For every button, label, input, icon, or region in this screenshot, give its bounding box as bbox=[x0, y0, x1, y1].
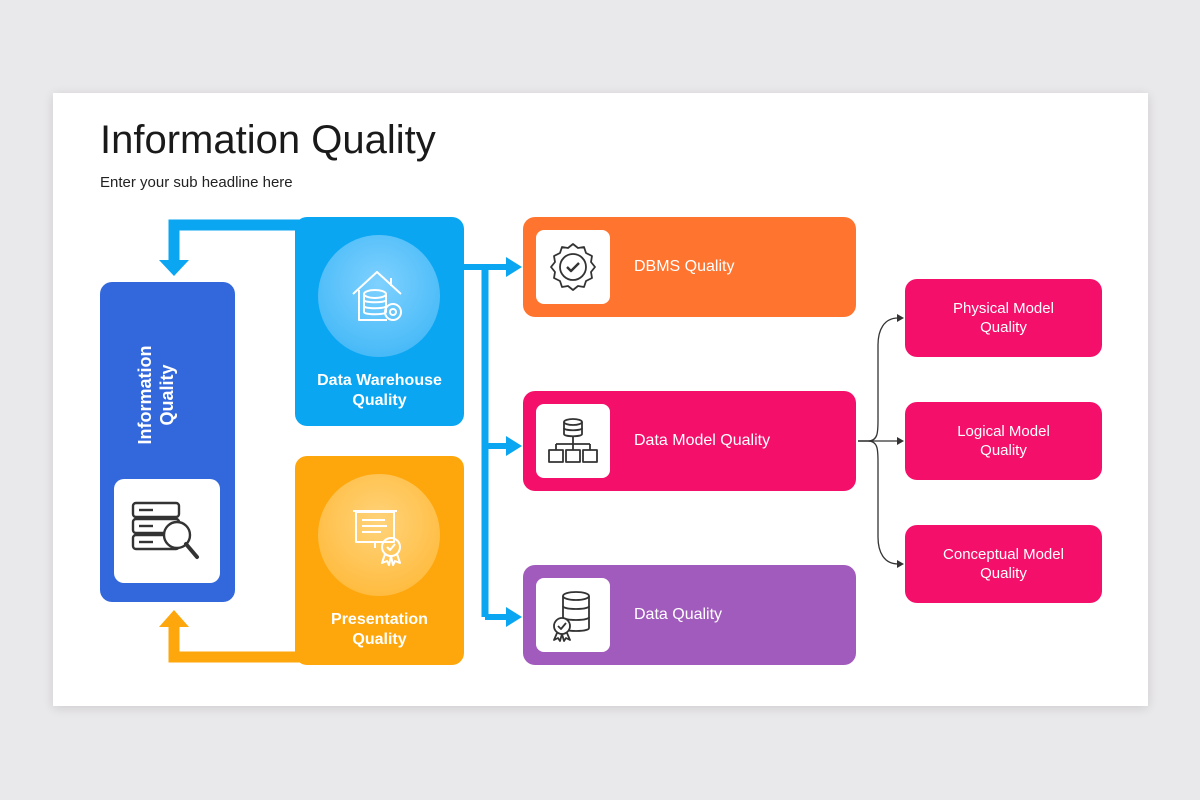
arrowhead-logical bbox=[897, 437, 904, 445]
data-quality-card: Data Quality bbox=[523, 565, 856, 665]
page-title: Information Quality bbox=[100, 118, 436, 162]
arrowhead-dw-to-iq bbox=[159, 260, 189, 276]
hierarchy-database-icon bbox=[548, 418, 598, 463]
dbms-icon-tile bbox=[536, 230, 610, 304]
badge-check-icon bbox=[550, 243, 596, 291]
logical-model-quality-card: Logical Model Quality bbox=[905, 402, 1102, 480]
database-certified-icon bbox=[553, 591, 590, 642]
data-quality-label: Data Quality bbox=[634, 606, 723, 623]
warehouse-database-icon bbox=[352, 271, 402, 321]
information-quality-card: Information Quality bbox=[100, 282, 235, 602]
arrowhead-data-quality bbox=[506, 607, 522, 627]
dbms-quality-label: DBMS Quality bbox=[634, 258, 735, 275]
branch-to-conceptual bbox=[858, 440, 899, 565]
arrowhead-data-model bbox=[506, 436, 522, 456]
data-quality-icon-tile bbox=[536, 578, 610, 652]
information-quality-label: Information Quality bbox=[135, 345, 177, 445]
branch-to-physical bbox=[858, 317, 899, 442]
information-quality-icon-tile bbox=[114, 479, 220, 583]
database-search-icon bbox=[131, 501, 199, 559]
conceptual-model-quality-card: Conceptual Model Quality bbox=[905, 525, 1102, 603]
data-model-quality-label: Data Model Quality bbox=[634, 432, 771, 449]
dbms-quality-card: DBMS Quality bbox=[523, 217, 856, 317]
presentation-icon-circle bbox=[318, 474, 440, 596]
presentation-board-icon bbox=[353, 510, 401, 566]
presentation-quality-card: Presentation Quality bbox=[295, 456, 464, 665]
data-model-quality-card: Data Model Quality bbox=[523, 391, 856, 491]
physical-model-quality-card: Physical Model Quality bbox=[905, 279, 1102, 357]
data-model-icon-tile bbox=[536, 404, 610, 478]
page-subtitle: Enter your sub headline here bbox=[100, 174, 293, 191]
arrowhead-conceptual bbox=[897, 560, 904, 568]
data-warehouse-quality-label: Data Warehouse Quality bbox=[317, 372, 442, 409]
arrowhead-physical bbox=[897, 314, 904, 322]
connector-pr-to-iq bbox=[168, 625, 300, 663]
arrowhead-pr-to-iq bbox=[159, 610, 189, 627]
connector-dw-to-iq bbox=[168, 219, 300, 262]
arrowhead-dbms bbox=[506, 257, 522, 277]
presentation-quality-label: Presentation Quality bbox=[331, 611, 428, 648]
data-warehouse-quality-card: Data Warehouse Quality bbox=[295, 217, 464, 426]
data-warehouse-icon-circle bbox=[318, 235, 440, 357]
